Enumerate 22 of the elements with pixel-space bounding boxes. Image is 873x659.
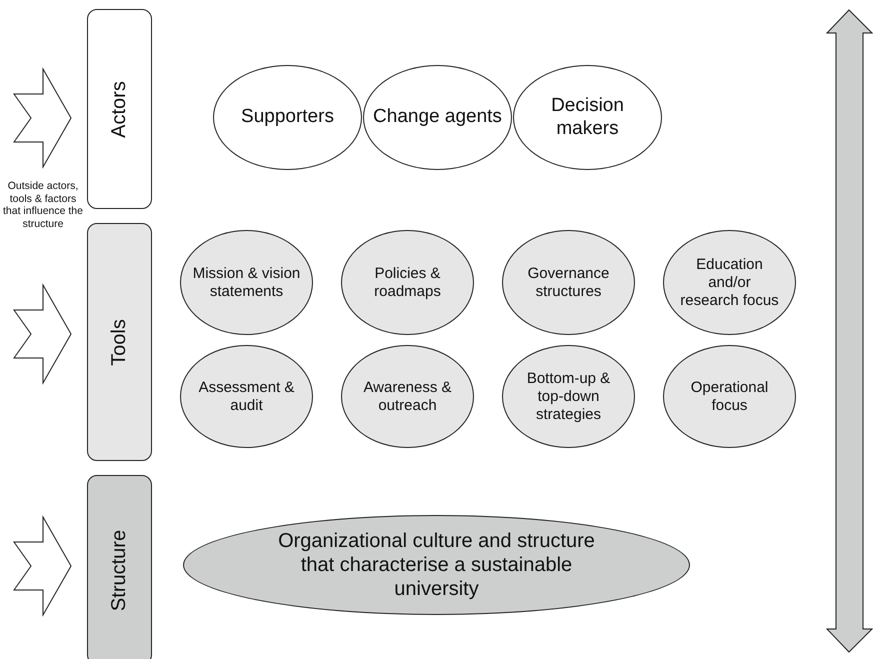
category-bar <box>87 223 152 461</box>
node-label: Bottom-up & top-down strategies <box>526 370 612 424</box>
category-bar <box>87 9 152 209</box>
node-label: Change agents <box>372 106 503 129</box>
node-label: Assessment & audit <box>198 378 296 414</box>
category-label: Tools <box>108 318 131 366</box>
block-arrow <box>13 283 72 385</box>
node-label: Education and/or research focus <box>679 256 780 310</box>
category-label: Structure <box>108 529 131 611</box>
node-label: Organizational culture and structure that characterise a sustainable university <box>277 529 596 601</box>
node-label: Governance structures <box>526 264 610 300</box>
node-label: Operational focus <box>690 378 770 414</box>
block-arrow <box>13 67 72 169</box>
node-label: Mission & vision statements <box>192 264 302 300</box>
block-arrow <box>13 515 72 617</box>
category-label: Actors <box>108 80 131 138</box>
node-label: Awareness & outreach <box>362 378 453 414</box>
side-note: Outside actors, tools & factors that influence the structure <box>2 180 84 230</box>
node-label: Supporters <box>240 106 335 129</box>
node-label: Decision makers <box>550 94 625 140</box>
node-label: Policies & roadmaps <box>373 264 442 300</box>
category-bar <box>87 475 152 659</box>
